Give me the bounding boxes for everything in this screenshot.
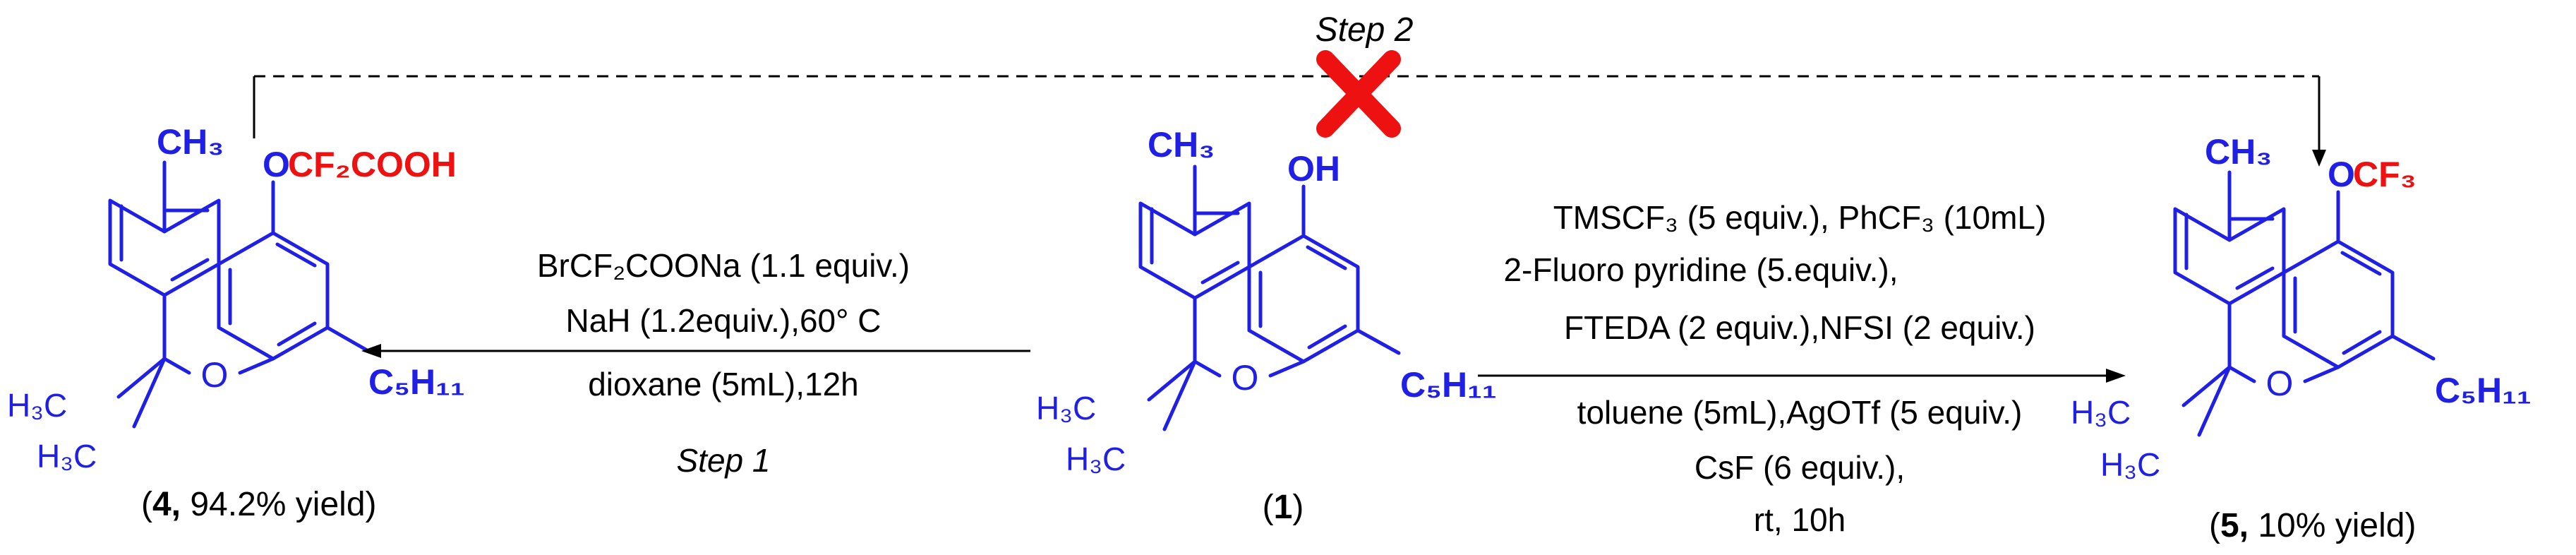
step3-reagent-2: 2-Fluoro pyridine (5.equiv.),: [1503, 251, 1898, 288]
compound-5-trifluoromethyl: CF₃: [2353, 155, 2416, 194]
step1-label: Step 1: [677, 442, 771, 479]
compound-5-methyl: CH₃: [2205, 132, 2272, 172]
compound-5-skeleton: [2173, 170, 2436, 437]
compound-4-gem-methyl-upper: H₃C: [7, 387, 67, 424]
compound-4-ether-oxygen: O: [263, 145, 290, 184]
step1-arrow-head: [361, 344, 381, 358]
compound-1-pentyl: C₅H₁₁: [1400, 365, 1497, 405]
compound-5-ring-oxygen: O: [2266, 364, 2294, 403]
compound-1-ring-oxygen: O: [1232, 358, 1259, 398]
step1-solvent: dioxane (5mL),12h: [588, 366, 859, 402]
compound-4-carboxy-group: CF₂COOH: [288, 145, 457, 184]
compound-4-caption: (4, 94.2% yield): [141, 486, 377, 523]
step3-reagent-5: CsF (6 equiv.),: [1695, 449, 1905, 486]
compound-5-gem-methyl-upper: H₃C: [2071, 394, 2131, 431]
step1-reagent-1: BrCF₂COONa (1.1 equiv.): [537, 247, 910, 284]
compound-4: CH₃ O CF₂COOH O H₃C H₃C C₅H₁₁ (4, 94.2% …: [7, 122, 465, 523]
compound-1-gem-methyl-lower: H₃C: [1066, 441, 1126, 477]
trifluoromethylation-arrow: TMSCF₃ (5 equiv.), PhCF₃ (10mL) 2-Fluoro…: [1478, 199, 2126, 538]
step3-arrow-head: [2106, 369, 2126, 383]
compound-1-hydroxyl: OH: [1287, 149, 1340, 189]
step2-route: Step 2: [253, 11, 2326, 167]
compound-5-caption: (5, 10% yield): [2209, 507, 2416, 544]
compound-4-methyl: CH₃: [157, 122, 224, 162]
step1-reaction-arrow: BrCF₂COONa (1.1 equiv.) NaH (1.2equiv.),…: [361, 247, 1030, 479]
compound-4-ring-oxygen: O: [201, 355, 229, 395]
step3-conditions: rt, 10h: [1754, 501, 1846, 538]
step3-reagent-4: toluene (5mL),AgOTf (5 equiv.): [1577, 394, 2023, 431]
compound-5-gem-methyl-lower: H₃C: [2100, 446, 2160, 483]
step3-reagent-1: TMSCF₃ (5 equiv.), PhCF₃ (10mL): [1553, 199, 2047, 236]
compound-1: CH₃ OH O H₃C H₃C C₅H₁₁ (1): [1036, 125, 1497, 526]
compound-1-gem-methyl-upper: H₃C: [1036, 390, 1096, 426]
compound-1-skeleton: [1138, 165, 1401, 431]
compound-5-pentyl: C₅H₁₁: [2435, 371, 2532, 410]
step2-arrow-head: [2312, 150, 2326, 167]
compound-4-pentyl: C₅H₁₁: [368, 362, 465, 402]
compound-4-skeleton: [108, 160, 369, 429]
compound-5: CH₃ O CF₃ O H₃C H₃C C₅H₁₁ (5, 10% yield): [2071, 132, 2532, 544]
compound-5-ether-oxygen: O: [2328, 155, 2355, 194]
compound-4-gem-methyl-lower: H₃C: [37, 438, 97, 475]
compound-1-methyl: CH₃: [1148, 125, 1215, 165]
step1-reagent-2: NaH (1.2equiv.),60° C: [565, 302, 881, 339]
step3-reagent-3: FTEDA (2 equiv.),NFSI (2 equiv.): [1564, 309, 2035, 346]
red-cross-icon: [1316, 50, 1401, 138]
step2-label: Step 2: [1316, 11, 1414, 49]
compound-1-caption: (1): [1263, 489, 1304, 526]
